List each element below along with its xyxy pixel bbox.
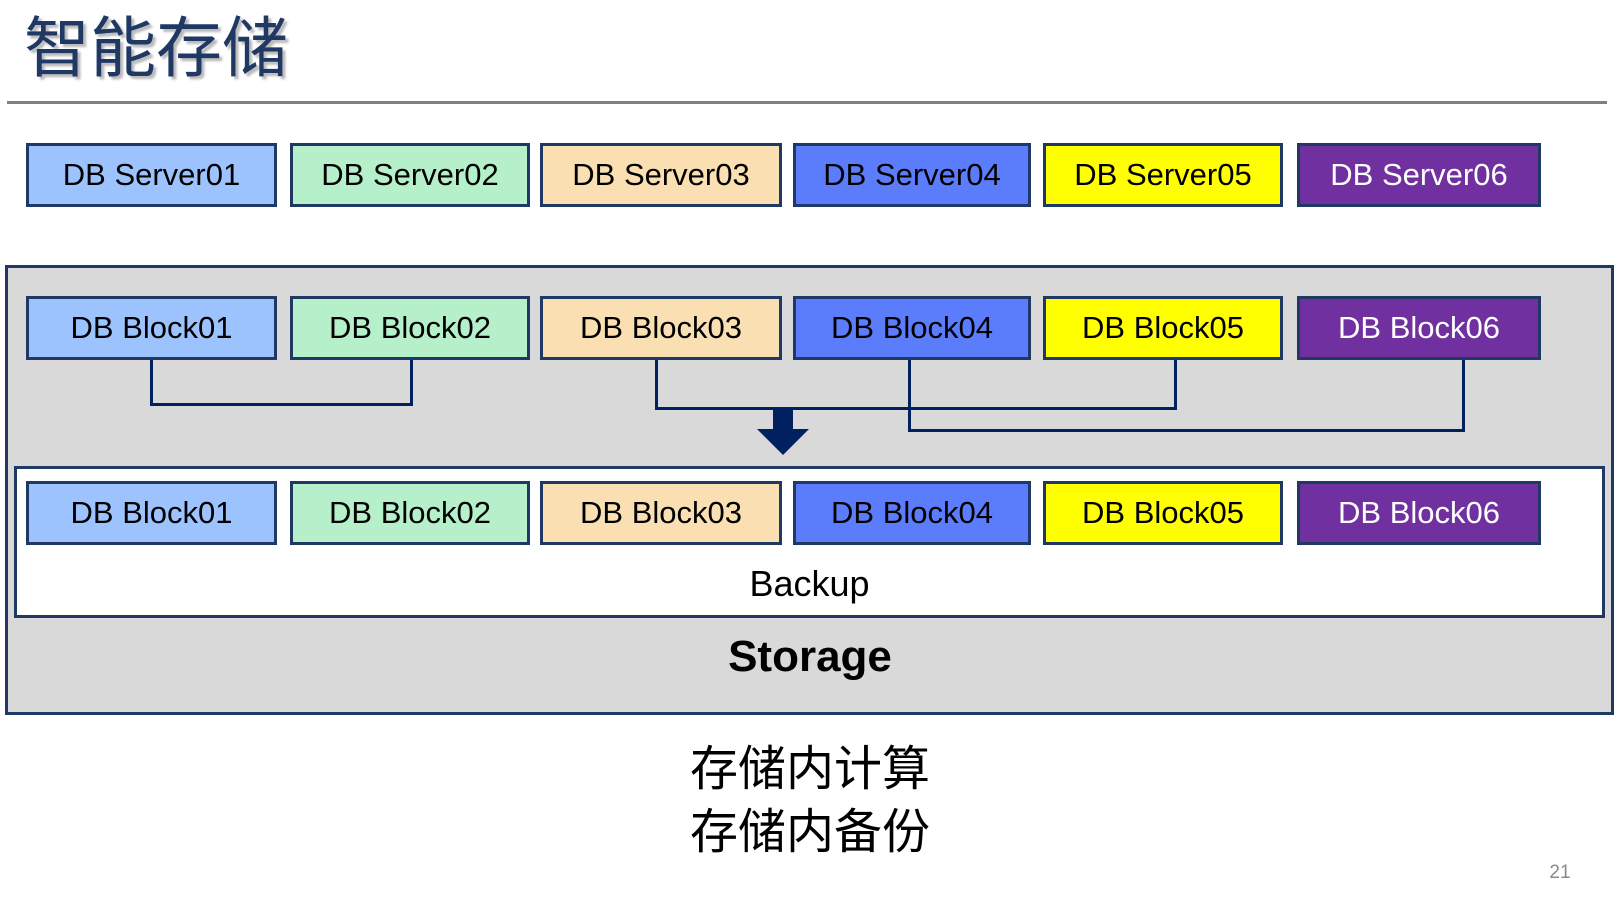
db-server-box: DB Server03 xyxy=(540,143,782,207)
db-block-box: DB Block06 xyxy=(1297,296,1541,360)
db-block-box: DB Block01 xyxy=(26,296,277,360)
db-block-box: DB Block03 xyxy=(540,296,782,360)
connector-line-horizontal xyxy=(908,429,1465,432)
connector-line-vertical xyxy=(1174,360,1177,410)
page-title: 智能存储 xyxy=(24,11,288,85)
page-number: 21 xyxy=(1549,862,1571,883)
down-arrow-icon xyxy=(757,407,809,455)
backup-block-box: DB Block04 xyxy=(793,481,1031,545)
connector-line-vertical xyxy=(908,360,911,432)
connector-line-vertical xyxy=(150,360,153,406)
db-server-box: DB Server04 xyxy=(793,143,1031,207)
backup-block-box: DB Block01 xyxy=(26,481,277,545)
db-block-box: DB Block02 xyxy=(290,296,530,360)
db-block-box: DB Block04 xyxy=(793,296,1031,360)
title-divider xyxy=(7,101,1607,104)
backup-block-box: DB Block03 xyxy=(540,481,782,545)
db-block-box: DB Block05 xyxy=(1043,296,1283,360)
connector-line-horizontal xyxy=(655,407,1177,410)
connector-line-vertical xyxy=(1462,360,1465,432)
connector-line-vertical xyxy=(410,360,413,406)
caption-line-1: 存储内计算 xyxy=(689,743,930,796)
connector-line-horizontal xyxy=(150,403,413,406)
backup-block-box: DB Block02 xyxy=(290,481,530,545)
caption-line-2: 存储内备份 xyxy=(689,806,930,859)
backup-block-box: DB Block05 xyxy=(1043,481,1283,545)
backup-label: Backup xyxy=(749,563,870,604)
backup-block-box: DB Block06 xyxy=(1297,481,1541,545)
db-server-box: DB Server02 xyxy=(290,143,530,207)
db-server-box: DB Server06 xyxy=(1297,143,1541,207)
db-server-box: DB Server01 xyxy=(26,143,277,207)
connector-line-vertical xyxy=(655,360,658,410)
storage-label: Storage xyxy=(728,632,892,681)
db-server-box: DB Server05 xyxy=(1043,143,1283,207)
